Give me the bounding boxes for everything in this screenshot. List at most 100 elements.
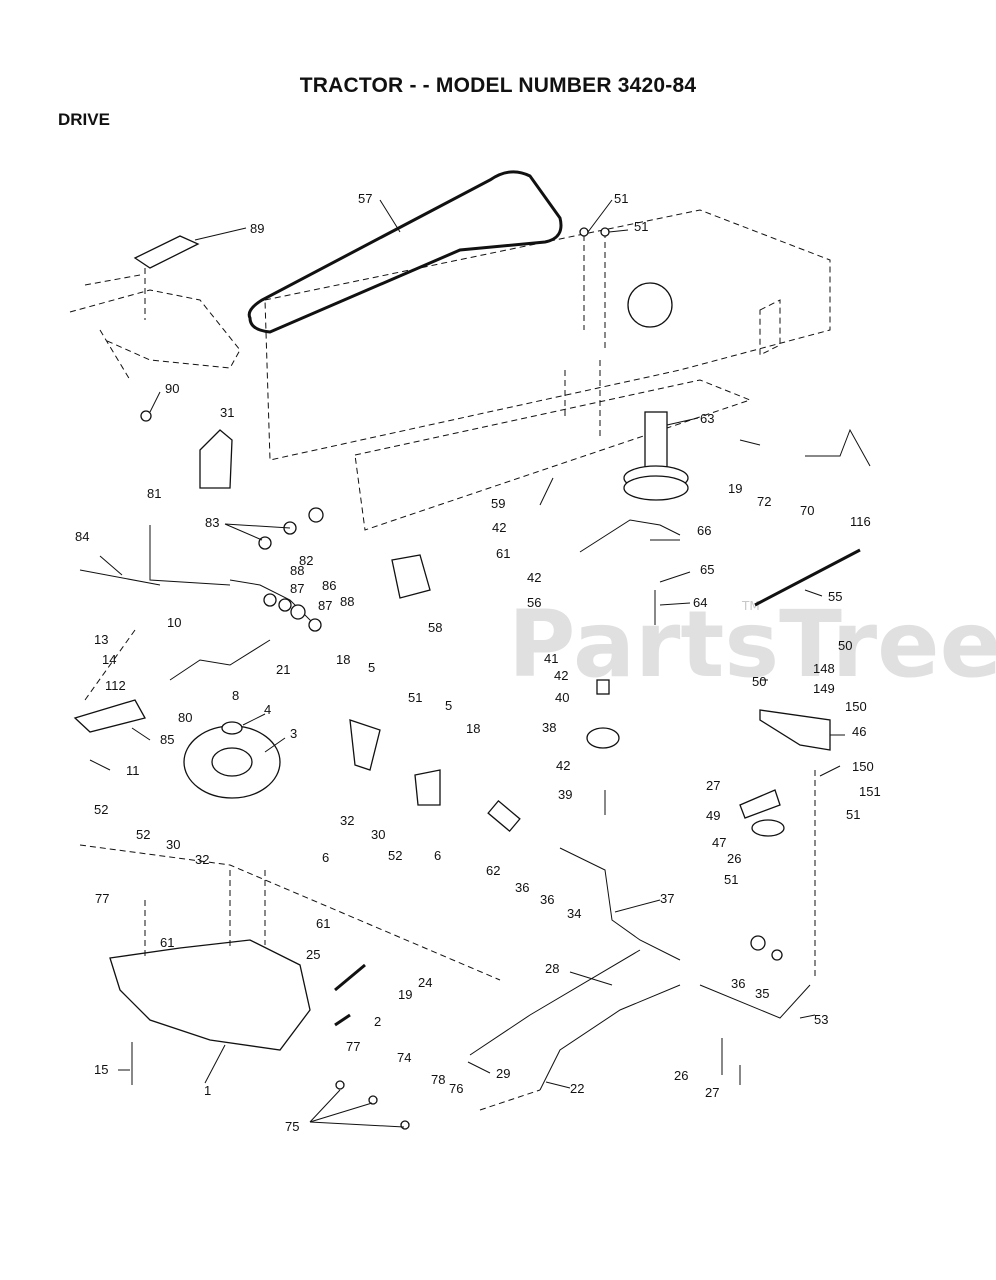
callout-label-81: 81 (147, 486, 161, 501)
callout-label-41: 41 (544, 651, 558, 666)
shift-linkage (79, 525, 316, 701)
callout-label-37: 37 (660, 891, 674, 906)
callout-label-21: 21 (276, 662, 290, 677)
callout-label-74: 74 (397, 1050, 411, 1065)
callout-label-88: 88 (340, 594, 354, 609)
callout-label-19: 19 (398, 987, 412, 1002)
callout-label-51: 51 (614, 191, 628, 206)
callout-label-64: 64 (693, 595, 707, 610)
callout-label-65: 65 (700, 562, 714, 577)
callout-label-150: 150 (852, 759, 874, 774)
part-4-ring (221, 721, 243, 735)
callout-label-24: 24 (418, 975, 432, 990)
callout-label-50: 50 (838, 638, 852, 653)
callout-label-26: 26 (674, 1068, 688, 1083)
callout-label-62: 62 (486, 863, 500, 878)
callout-label-38: 38 (542, 720, 556, 735)
callout-label-61: 61 (160, 935, 174, 950)
callout-label-5: 5 (445, 698, 452, 713)
section-heading: DRIVE (58, 110, 110, 129)
callout-label-90: 90 (165, 381, 179, 396)
callout-label-6: 6 (322, 850, 329, 865)
callout-label-26: 26 (727, 851, 741, 866)
callout-label-25: 25 (306, 947, 320, 962)
callout-label-52: 52 (388, 848, 402, 863)
part-63-pulley (623, 411, 699, 501)
callout-label-10: 10 (167, 615, 181, 630)
callout-label-116: 116 (850, 514, 871, 529)
callout-label-28: 28 (545, 961, 559, 976)
watermark-tm: TM (741, 599, 760, 613)
callout-label-40: 40 (555, 690, 569, 705)
callout-label-76: 76 (449, 1081, 463, 1096)
callout-label-59: 59 (491, 496, 505, 511)
callout-label-83: 83 (205, 515, 219, 530)
callout-label-18: 18 (336, 652, 350, 667)
leader-lines (89, 477, 845, 1128)
callout-label-8: 8 (232, 688, 239, 703)
callout-label-56: 56 (527, 595, 541, 610)
callout-label-61: 61 (316, 916, 330, 931)
callout-label-36: 36 (731, 976, 745, 991)
callout-label-150: 150 (845, 699, 867, 714)
callout-label-61: 61 (496, 546, 510, 561)
callout-label-53: 53 (814, 1012, 828, 1027)
callout-label-51: 51 (408, 690, 422, 705)
part-80-bracket (73, 699, 146, 733)
callout-label-36: 36 (540, 892, 554, 907)
callout-label-35: 35 (755, 986, 769, 1001)
part-58-bracket (391, 554, 431, 599)
callout-label-77: 77 (346, 1039, 360, 1054)
part-55-spring (754, 548, 861, 607)
callout-label-13: 13 (94, 632, 108, 647)
rear-body-panel (69, 274, 241, 381)
callout-label-51: 51 (846, 807, 860, 822)
callout-label-32: 32 (195, 852, 209, 867)
callout-label-151: 151 (859, 784, 881, 799)
callout-label-27: 27 (706, 778, 720, 793)
callout-label-75: 75 (285, 1119, 299, 1134)
callout-label-50: 50 (752, 674, 766, 689)
callout-label-87: 87 (318, 598, 332, 613)
callout-label-27: 27 (705, 1085, 719, 1100)
callout-label-51: 51 (634, 219, 648, 234)
callout-label-3: 3 (290, 726, 297, 741)
callout-label-85: 85 (160, 732, 174, 747)
callout-label-18: 18 (466, 721, 480, 736)
callout-label-51: 51 (724, 872, 738, 887)
callout-label-22: 22 (570, 1081, 584, 1096)
callout-label-31: 31 (220, 405, 234, 420)
callout-label-78: 78 (431, 1072, 445, 1087)
callout-label-47: 47 (712, 835, 726, 850)
callout-label-52: 52 (94, 802, 108, 817)
callout-label-55: 55 (828, 589, 842, 604)
page-title: TRACTOR - - MODEL NUMBER 3420-84 (299, 74, 697, 97)
callout-label-87: 87 (290, 581, 304, 596)
watermark: PartsTree (508, 591, 996, 698)
part-89-bracket (133, 235, 200, 269)
part-1-transaxle (109, 939, 311, 1051)
callout-label-34: 34 (567, 906, 581, 921)
part-31 (199, 429, 233, 489)
callout-label-2: 2 (374, 1014, 381, 1029)
callout-label-5: 5 (368, 660, 375, 675)
callout-label-149: 149 (813, 681, 835, 696)
callout-label-63: 63 (700, 411, 714, 426)
callout-label-36: 36 (515, 880, 529, 895)
callout-label-42: 42 (527, 570, 541, 585)
callout-label-148: 148 (813, 661, 835, 676)
callout-label-89: 89 (250, 221, 264, 236)
callout-label-30: 30 (371, 827, 385, 842)
callout-label-82: 82 (299, 553, 313, 568)
callout-label-11: 11 (126, 763, 140, 778)
callout-label-14: 14 (102, 652, 116, 667)
callout-label-52: 52 (136, 827, 150, 842)
callout-label-58: 58 (428, 620, 442, 635)
part-46-arm (759, 709, 831, 751)
callout-label-32: 32 (340, 813, 354, 828)
callout-label-42: 42 (492, 520, 506, 535)
callout-label-15: 15 (94, 1062, 108, 1077)
callout-label-80: 80 (178, 710, 192, 725)
callout-label-66: 66 (697, 523, 711, 538)
